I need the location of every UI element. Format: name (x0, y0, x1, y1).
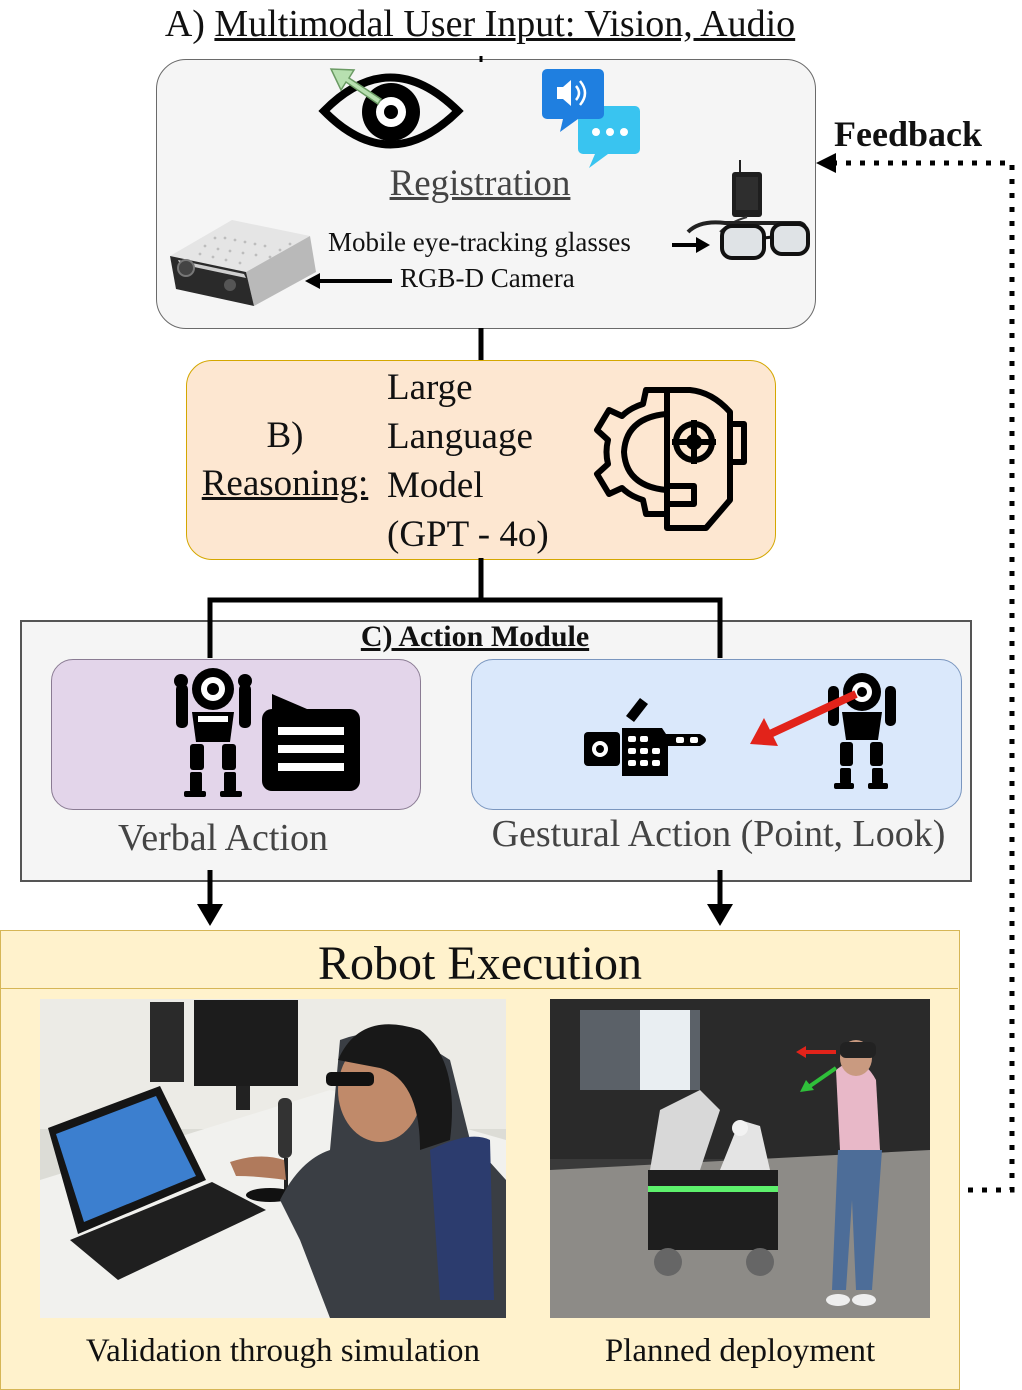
llm-label: Large Language Model (GPT - 4o) (387, 367, 549, 555)
gestural-action-label: Gestural Action (Point, Look) (491, 813, 946, 855)
camera-label: RGB-D Camera (400, 263, 575, 293)
robot-head-gear-icon (594, 387, 747, 531)
deployment-caption: Planned deployment (604, 1333, 876, 1369)
deployment-photo (550, 999, 930, 1318)
eye-icon (318, 68, 464, 149)
reasoning-title: B) Reasoning: (201, 415, 369, 504)
robot-icon (828, 673, 896, 789)
speech-bubble-icon (262, 694, 360, 791)
simulation-caption: Validation through simulation (85, 1333, 481, 1369)
action-module-title: C) Action Module (360, 620, 590, 653)
robot-icon (174, 668, 252, 797)
robot-execution-header (0, 930, 958, 989)
simulation-photo (40, 999, 506, 1318)
eye-tracking-glasses-icon (686, 160, 810, 260)
section-a-title: A) Multimodal User Input: Vision, Audio (164, 3, 796, 45)
pointer-arrow (750, 690, 858, 746)
rgbd-camera-icon (170, 220, 316, 306)
eye-tracker-label: Mobile eye-tracking glasses (328, 227, 631, 257)
feedback-label: Feedback (834, 114, 982, 154)
speaker-chat-icon (542, 69, 640, 168)
registration-label: Registration (389, 163, 571, 204)
robotic-hand-icon (584, 698, 706, 776)
robot-execution-title: Robot Execution (318, 937, 642, 990)
verbal-action-label: Verbal Action (117, 817, 328, 859)
